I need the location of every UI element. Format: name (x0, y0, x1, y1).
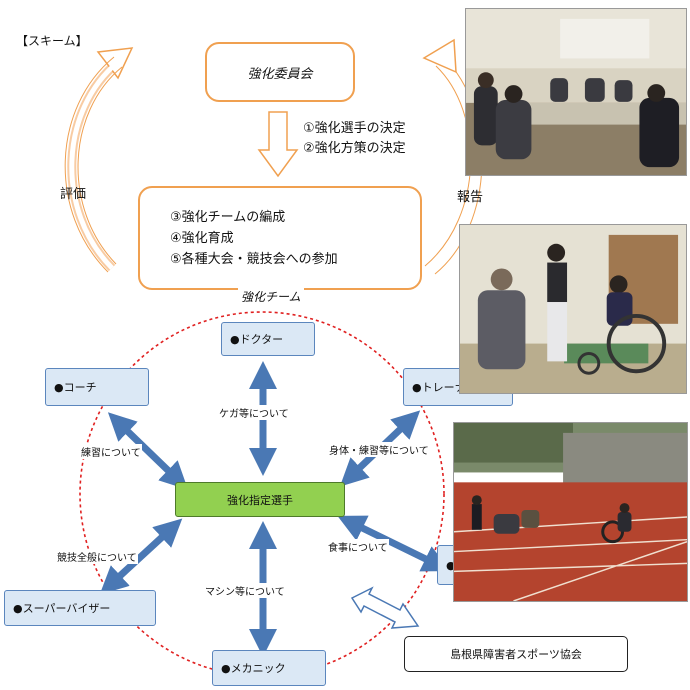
arrow-nutritionist (337, 515, 451, 572)
association-box: 島根県障害者スポーツ協会 (404, 636, 628, 672)
role-label: ●コーチ (54, 381, 97, 394)
center-athlete-label: 強化指定選手 (227, 493, 293, 507)
role-doctor: ●ドクター (221, 322, 315, 356)
association-arrow (350, 586, 420, 629)
team-task-item: ⑤各種大会・競技会への参加 (170, 251, 338, 267)
decision-item: ①強化選手の決定 (303, 121, 406, 136)
report-label: 報告 (457, 190, 484, 205)
role-label: ●ドクター (230, 333, 284, 346)
evaluation-curve-arrow (67, 58, 121, 272)
link-label-mechanic: マシン等について (204, 583, 286, 598)
team-task-item: ④強化育成 (170, 230, 234, 246)
down-arrow (257, 111, 299, 178)
role-supervisor: ●スーパーバイザー (4, 590, 156, 626)
center-athlete-box: 強化指定選手 (175, 482, 345, 517)
role-mechanic: ●メカニック (212, 650, 326, 686)
photo-track (453, 422, 688, 602)
team-task-list: ③強化チームの編成 ④強化育成 ⑤各種大会・競技会への参加 (170, 207, 338, 270)
association-label: 島根県障害者スポーツ協会 (450, 648, 582, 661)
committee-box: 強化委員会 (205, 42, 355, 102)
arrow-coach (107, 412, 189, 490)
photo-meeting (465, 8, 687, 176)
photo-training-room (459, 224, 687, 394)
arrow-supervisor (99, 518, 183, 595)
evaluation-label: 評価 (60, 187, 87, 202)
team-tasks-box: ③強化チームの編成 ④強化育成 ⑤各種大会・競技会への参加 (138, 186, 422, 290)
link-label-trainer: 身体・練習等について (328, 442, 430, 457)
role-label: ●スーパーバイザー (13, 602, 111, 615)
team-task-item: ③強化チームの編成 (170, 209, 286, 225)
scheme-label: 【スキーム】 (16, 34, 88, 48)
link-label-supervisor: 競技全般について (56, 549, 138, 564)
link-label-nutritionist: 食事について (327, 539, 389, 554)
decision-list: ①強化選手の決定 ②強化方策の決定 (303, 119, 406, 159)
role-coach: ●コーチ (45, 368, 149, 406)
link-label-coach: 練習について (80, 444, 142, 459)
decision-item: ②強化方策の決定 (303, 141, 406, 156)
team-label: 強化チーム (238, 288, 304, 305)
role-label: ●メカニック (221, 662, 286, 675)
report-arrowhead (422, 38, 457, 74)
team-circle (79, 311, 445, 677)
committee-title: 強化委員会 (247, 66, 313, 82)
link-label-doctor: ケガ等について (218, 405, 290, 420)
